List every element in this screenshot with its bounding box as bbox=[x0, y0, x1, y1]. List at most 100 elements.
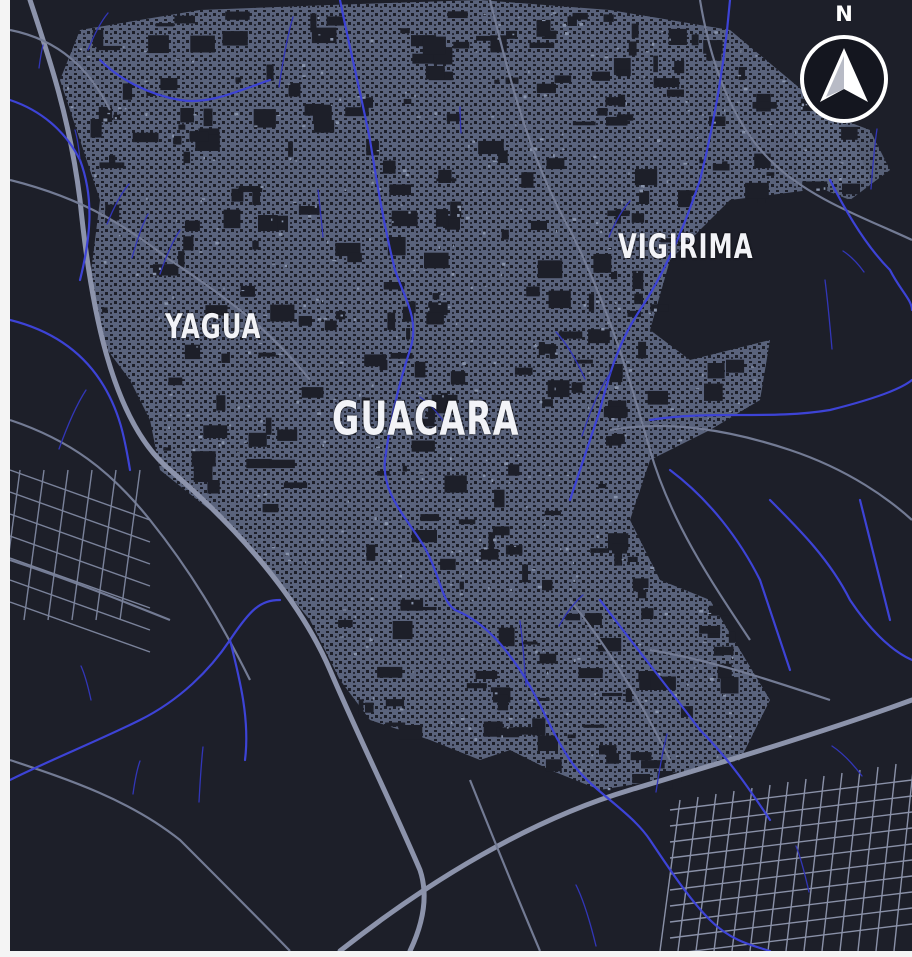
urban-gap bbox=[207, 480, 220, 494]
urban-speck bbox=[577, 658, 581, 660]
urban-speck bbox=[191, 60, 194, 63]
map-canvas[interactable]: YAGUA GUACARA VIGIRIMA N bbox=[10, 0, 912, 951]
urban-gap bbox=[638, 341, 647, 359]
urban-speck bbox=[293, 201, 297, 203]
urban-speck bbox=[438, 246, 441, 249]
urban-gap bbox=[631, 213, 645, 223]
urban-speck bbox=[573, 659, 576, 662]
urban-gap bbox=[189, 131, 209, 142]
urban-speck bbox=[67, 87, 70, 90]
urban-gap bbox=[178, 251, 185, 267]
urban-speck bbox=[670, 408, 674, 411]
urban-speck bbox=[712, 121, 716, 124]
urban-gap bbox=[766, 172, 775, 176]
urban-speck bbox=[560, 548, 562, 551]
urban-speck bbox=[455, 323, 458, 325]
urban-gap bbox=[530, 220, 547, 231]
urban-gap bbox=[248, 432, 267, 447]
stream bbox=[106, 183, 130, 225]
urban-speck bbox=[354, 318, 356, 321]
urban-speck bbox=[450, 721, 453, 724]
urban-gap bbox=[526, 286, 540, 297]
stream bbox=[278, 16, 294, 88]
stream bbox=[608, 200, 631, 238]
street bbox=[821, 772, 843, 951]
urban-gap bbox=[738, 67, 746, 80]
urban-speck bbox=[664, 612, 668, 616]
urban-speck bbox=[608, 247, 612, 249]
urban-speck bbox=[244, 441, 247, 443]
urban-speck bbox=[709, 678, 714, 681]
urban-speck bbox=[405, 416, 408, 419]
urban-speck bbox=[628, 369, 633, 372]
urban-gap bbox=[603, 14, 614, 22]
urban-speck bbox=[471, 599, 474, 602]
urban-speck bbox=[468, 144, 470, 148]
urban-gap bbox=[521, 641, 538, 645]
urban-gap bbox=[728, 631, 736, 643]
urban-speck bbox=[591, 754, 593, 757]
urban-gap bbox=[132, 132, 159, 143]
urban-speck bbox=[595, 300, 600, 303]
urban-speck bbox=[457, 214, 460, 217]
urban-speck bbox=[740, 50, 742, 53]
urban-speck bbox=[272, 263, 276, 265]
urban-gap bbox=[301, 387, 324, 398]
urban-speck bbox=[87, 56, 91, 58]
urban-gap bbox=[387, 312, 396, 330]
urban-speck bbox=[405, 91, 407, 94]
urban-speck bbox=[314, 205, 317, 208]
urban-speck bbox=[421, 478, 424, 481]
urban-speck bbox=[263, 493, 268, 496]
urban-gap bbox=[403, 98, 412, 104]
urban-speck bbox=[176, 321, 178, 323]
urban-speck bbox=[554, 387, 556, 391]
urban-speck bbox=[509, 482, 511, 484]
stream bbox=[842, 250, 865, 273]
compass-rose: N bbox=[798, 2, 890, 124]
urban-speck bbox=[376, 150, 380, 152]
urban-speck bbox=[648, 312, 652, 315]
urban-speck bbox=[169, 414, 172, 417]
urban-gap bbox=[203, 108, 213, 127]
urban-area-east bbox=[790, 100, 890, 200]
urban-speck bbox=[416, 116, 421, 118]
urban-speck bbox=[320, 71, 324, 75]
urban-speck bbox=[591, 54, 595, 57]
street bbox=[713, 790, 735, 951]
street bbox=[10, 469, 151, 521]
urban-gap bbox=[205, 305, 228, 316]
urban-speck bbox=[491, 116, 495, 118]
urban-speck bbox=[621, 664, 623, 667]
urban-speck bbox=[443, 658, 445, 660]
urban-gap bbox=[678, 241, 690, 246]
urban-speck bbox=[542, 19, 546, 22]
urban-speck bbox=[118, 107, 122, 110]
urban-speck bbox=[239, 329, 244, 332]
urban-speck bbox=[509, 717, 513, 720]
urban-gap bbox=[174, 15, 195, 24]
urban-gap bbox=[571, 382, 583, 393]
urban-gap bbox=[514, 367, 533, 375]
urban-speck bbox=[701, 373, 704, 377]
urban-speck bbox=[625, 361, 630, 363]
urban-speck bbox=[566, 474, 570, 476]
urban-gap bbox=[428, 302, 448, 316]
stream bbox=[655, 733, 668, 793]
urban-gap bbox=[146, 92, 156, 96]
urban-gap bbox=[222, 31, 248, 46]
urban-gap bbox=[529, 42, 555, 48]
urban-speck bbox=[221, 441, 225, 445]
urban-speck bbox=[440, 293, 444, 295]
urban-gap bbox=[390, 352, 413, 359]
urban-speck bbox=[229, 424, 231, 427]
urban-speck bbox=[751, 366, 754, 368]
urban-gap bbox=[632, 270, 644, 289]
urban-gap bbox=[345, 107, 369, 117]
urban-gap bbox=[634, 169, 658, 186]
urban-speck bbox=[419, 472, 424, 474]
urban-speck bbox=[374, 517, 377, 521]
urban-gap bbox=[389, 184, 411, 196]
urban-speck bbox=[474, 738, 478, 741]
